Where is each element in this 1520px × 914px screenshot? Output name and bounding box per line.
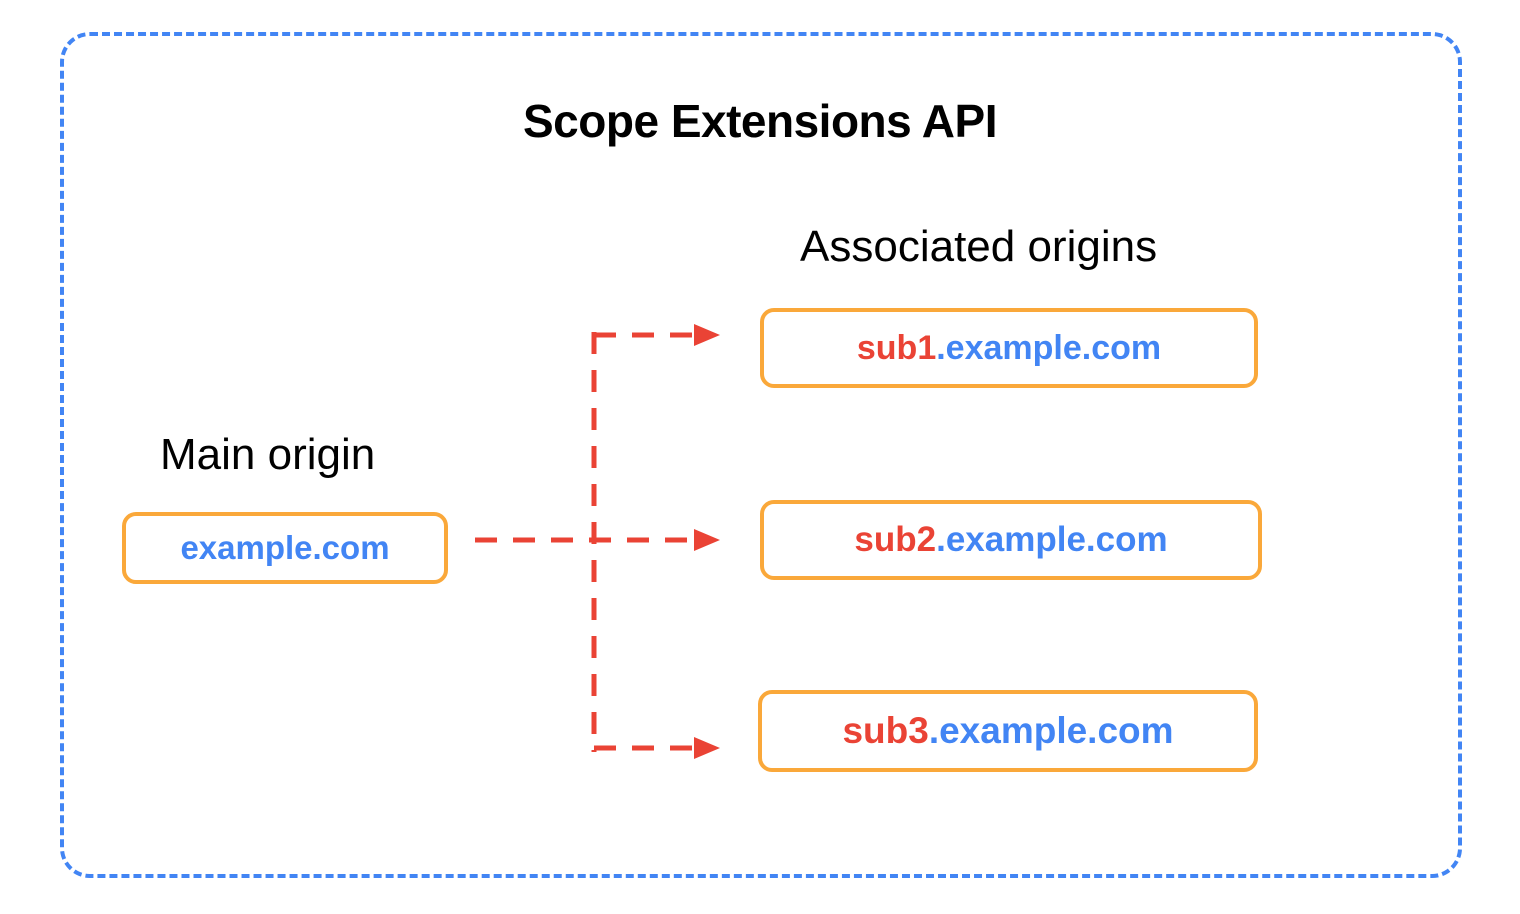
origin-box-sub2[interactable]: sub2.example.com — [760, 500, 1262, 580]
page-title: Scope Extensions API — [523, 95, 998, 147]
origin-box-sub1[interactable]: sub1.example.com — [760, 308, 1258, 388]
sub2-subdomain-text: sub2 — [854, 520, 937, 559]
sub1-subdomain-text: sub1 — [856, 328, 937, 367]
sub3-domain-text: .example.com — [928, 710, 1174, 751]
api-boundary-frame — [60, 32, 1462, 878]
main-origin-label: Main origin — [160, 430, 376, 479]
main-origin-value: example.com — [180, 529, 390, 566]
origin-box-sub3[interactable]: sub3.example.com — [758, 690, 1258, 772]
sub2-domain-text: .example.com — [936, 520, 1168, 559]
sub1-domain-text: .example.com — [936, 328, 1162, 367]
sub3-subdomain-text: sub3 — [842, 710, 929, 751]
associated-origins-label: Associated origins — [800, 222, 1158, 271]
origin-box-main[interactable]: example.com — [122, 512, 448, 584]
